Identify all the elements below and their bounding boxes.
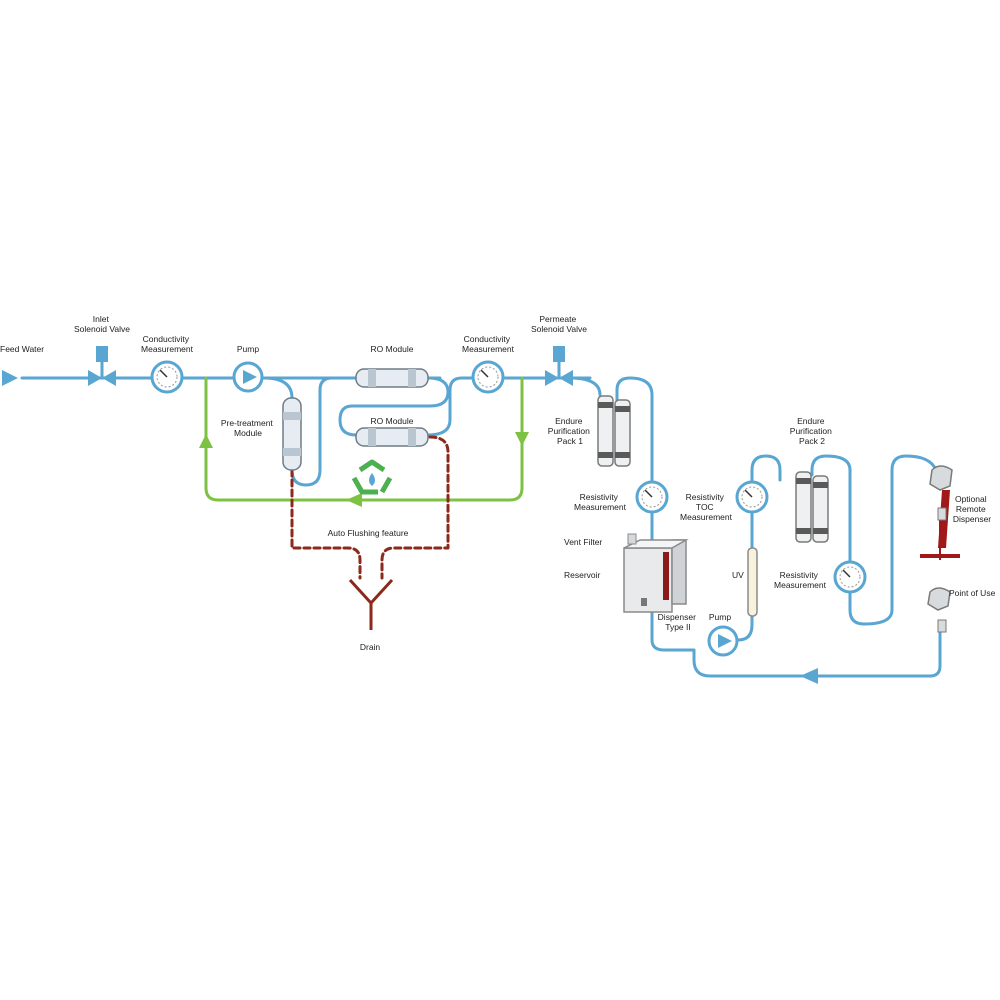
permeate-solenoid-valve <box>545 346 573 386</box>
label-resistivity-toc: Resistivity TOC Measurement <box>680 492 733 522</box>
reservoir <box>623 539 689 613</box>
pump2-to-uv-line <box>736 454 782 642</box>
label-pretreatment: Pre-treatment Module <box>221 418 275 438</box>
label-feed-water: Feed Water <box>0 344 44 354</box>
label-point-of-use: Point of Use <box>949 588 996 598</box>
label-conductivity-1: Conductivity Measurement <box>141 334 194 354</box>
feed-water-arrow <box>2 370 18 386</box>
labels: Feed Water Inlet Solenoid Valve Conducti… <box>0 314 996 652</box>
label-resistivity-1: Resistivity Measurement <box>574 492 627 512</box>
recirculation-loop <box>199 376 529 507</box>
pump-icon <box>232 361 264 393</box>
pack1-loop-line <box>615 376 942 678</box>
resistivity-gauge-2 <box>833 560 867 594</box>
return-flow-arrow <box>800 668 818 684</box>
auto-flushing-drain-lines <box>290 435 450 580</box>
point-of-use-dispenser <box>927 587 951 633</box>
resistivity-gauge-1 <box>635 480 669 514</box>
label-reservoir: Reservoir <box>564 570 601 580</box>
drain-line-right <box>380 435 450 580</box>
optional-remote-dispenser <box>920 465 960 560</box>
recirculation-line <box>204 376 524 502</box>
recirculation-down-arrow <box>515 432 529 446</box>
recirculation-left-arrow <box>346 493 362 507</box>
label-conductivity-2: Conductivity Measurement <box>462 334 515 354</box>
pretreatment-to-ro-line <box>290 376 358 487</box>
label-pump-1: Pump <box>237 344 259 354</box>
recycle-icon <box>351 459 393 495</box>
ro-module-top <box>355 368 429 388</box>
label-ro-module-top: RO Module <box>371 344 414 354</box>
label-auto-flushing: Auto Flushing feature <box>328 528 409 538</box>
label-vent-filter: Vent Filter <box>564 537 602 547</box>
endure-purification-pack-1 <box>597 395 631 467</box>
label-resistivity-2: Resistivity Measurement <box>774 570 827 590</box>
resistivity-toc-gauge <box>735 480 769 514</box>
vent-filter <box>627 533 637 545</box>
pretreatment-module <box>282 397 302 471</box>
inlet-solenoid-valve <box>88 346 116 386</box>
label-pump-2: Pump <box>709 612 731 622</box>
valve-to-pack1-line <box>568 376 602 397</box>
label-permeate-valve: Permeate Solenoid Valve <box>531 314 587 334</box>
drain-line-left <box>290 468 362 580</box>
label-endure-pack-2: Endure Purification Pack 2 <box>790 416 834 446</box>
ro-interconnect-line <box>338 376 450 437</box>
label-uv: UV <box>732 570 744 580</box>
uv-lamp <box>747 547 758 617</box>
conductivity-gauge-1 <box>150 360 184 394</box>
ro-module-bottom <box>355 427 429 447</box>
label-drain: Drain <box>360 642 381 652</box>
label-inlet-valve: Inlet Solenoid Valve <box>74 314 130 334</box>
label-dispenser-type2: Dispenser Type II <box>658 612 699 632</box>
label-ro-module-bottom: RO Module <box>371 416 414 426</box>
conductivity-gauge-2 <box>471 360 505 394</box>
label-optional-remote-dispenser: Optional Remote Dispenser <box>953 494 991 524</box>
flow-arrows <box>2 370 818 684</box>
ro-to-conductivity-line <box>426 376 592 437</box>
pack2-loop-line <box>810 454 938 626</box>
drain-icon <box>348 578 394 630</box>
endure-purification-pack-2 <box>795 471 829 543</box>
recirculation-up-arrow <box>199 434 213 448</box>
label-endure-pack-1: Endure Purification Pack 1 <box>548 416 592 446</box>
pump-2-icon <box>707 625 739 657</box>
pump-to-pretreatment-line <box>262 376 294 400</box>
